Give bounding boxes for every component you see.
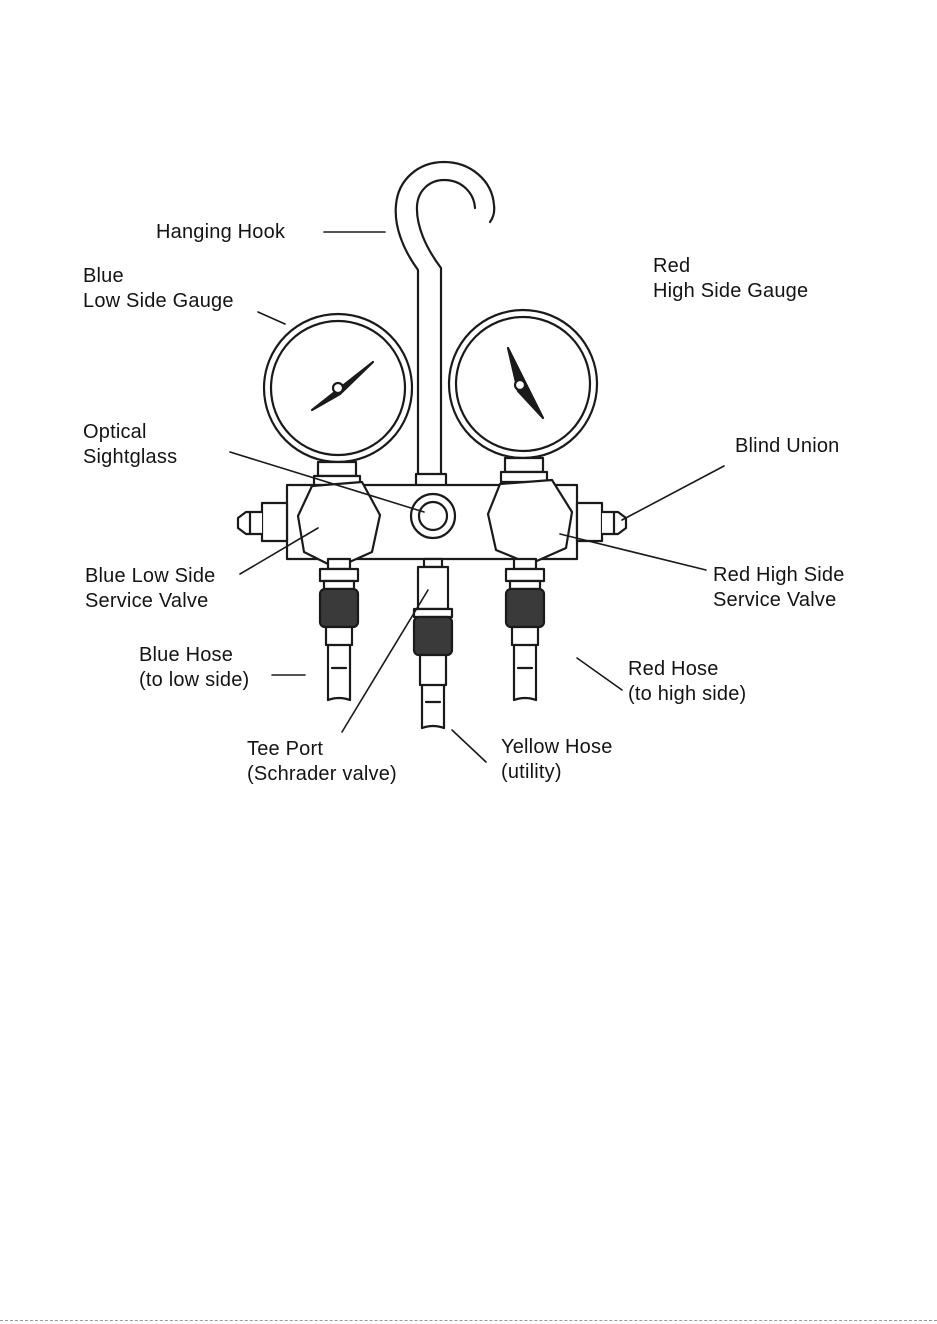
label-red-hose-line2: (to high side) — [628, 682, 746, 707]
label-red-high-side-gauge: Red High Side Gauge — [653, 254, 808, 304]
right-blind-union — [577, 503, 626, 541]
label-blue-low-side-gauge: Blue Low Side Gauge — [83, 264, 234, 314]
blue-hose-knurl — [320, 589, 358, 627]
blue-hose-fitting — [320, 559, 358, 700]
label-red-gauge-line1: Red — [653, 254, 808, 279]
label-tee-port-line1: Tee Port — [247, 737, 397, 762]
label-blue-valve-line2: Service Valve — [85, 589, 215, 614]
low-side-gauge — [264, 314, 412, 486]
label-hanging-hook: Hanging Hook — [156, 220, 285, 245]
label-blue-hose: Blue Hose (to low side) — [139, 643, 249, 693]
label-hanging-hook-text: Hanging Hook — [156, 220, 285, 245]
hanging-hook-inner — [417, 180, 475, 478]
red-valve-knob — [488, 480, 572, 564]
label-blue-gauge-line2: Low Side Gauge — [83, 289, 234, 314]
label-tee-port: Tee Port (Schrader valve) — [247, 737, 397, 787]
sightglass-outer — [411, 494, 455, 538]
label-blue-hose-line2: (to low side) — [139, 668, 249, 693]
label-blue-low-side-service-valve: Blue Low Side Service Valve — [85, 564, 215, 614]
yellow-hose-knurl — [414, 617, 452, 655]
label-blue-valve-line1: Blue Low Side — [85, 564, 215, 589]
label-red-valve-line1: Red High Side — [713, 563, 845, 588]
label-red-high-side-service-valve: Red High Side Service Valve — [713, 563, 845, 613]
hanging-hook — [396, 162, 495, 478]
label-red-gauge-line2: High Side Gauge — [653, 279, 808, 304]
label-red-hose-line1: Red Hose — [628, 657, 746, 682]
red-hose-knurl — [506, 589, 544, 627]
label-optical-sightglass: Optical Sightglass — [83, 420, 177, 470]
page-bottom-rule — [0, 1320, 937, 1321]
label-sightglass-line2: Sightglass — [83, 445, 177, 470]
tee-port-fitting — [414, 559, 452, 728]
label-red-hose: Red Hose (to high side) — [628, 657, 746, 707]
label-yellow-hose-line1: Yellow Hose — [501, 735, 613, 760]
label-blue-hose-line1: Blue Hose — [139, 643, 249, 668]
red-hose-fitting — [506, 559, 544, 700]
label-blind-union: Blind Union — [735, 434, 840, 459]
label-sightglass-line1: Optical — [83, 420, 177, 445]
label-blue-gauge-line1: Blue — [83, 264, 234, 289]
label-tee-port-line2: (Schrader valve) — [247, 762, 397, 787]
label-yellow-hose-line2: (utility) — [501, 760, 613, 785]
label-yellow-hose: Yellow Hose (utility) — [501, 735, 613, 785]
label-red-valve-line2: Service Valve — [713, 588, 845, 613]
label-blind-union-text: Blind Union — [735, 434, 840, 459]
high-side-gauge — [449, 310, 597, 482]
left-blind-union — [238, 503, 287, 541]
